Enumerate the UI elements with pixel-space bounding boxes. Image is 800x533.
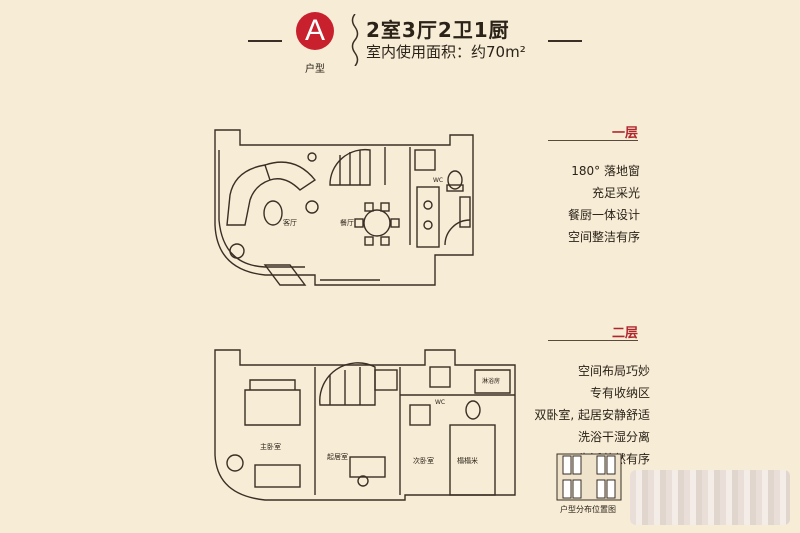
- floor1-label: 一层: [611, 126, 638, 141]
- area-subtitle: 室内使用面积：约70m²: [366, 43, 526, 61]
- room-tatami: 榻榻米: [457, 456, 478, 465]
- location-map: [556, 453, 622, 501]
- floor2-rule: [548, 340, 638, 341]
- unit-type-badge: A: [296, 12, 334, 50]
- floor1-feature: 餐厨一体设计: [567, 208, 640, 222]
- room-wc1: WC: [433, 177, 443, 184]
- floor1-feature: 空间整洁有序: [567, 230, 640, 244]
- floor2-feature: 双卧室, 起居安静舒适: [534, 408, 650, 422]
- room-living: 客厅: [283, 218, 297, 227]
- floor2-feature: 洗浴干湿分离: [577, 430, 650, 444]
- layout-title: 2室3厅2卫1厨: [366, 18, 510, 42]
- room-shower: 淋浴房: [482, 377, 500, 385]
- room-master: 主卧室: [260, 442, 281, 451]
- wave-divider: [351, 14, 359, 66]
- location-caption: 户型分布位置图: [560, 505, 616, 514]
- header-rule-right: [548, 40, 582, 42]
- header-rule-left: [248, 40, 282, 42]
- floor2-feature: 专有收纳区: [589, 386, 650, 400]
- floor1-feature: 充足采光: [591, 186, 640, 200]
- room-second: 次卧室: [413, 456, 434, 465]
- room-lounge: 起居室: [327, 452, 348, 461]
- floor2-feature: 空间布局巧妙: [577, 364, 650, 378]
- floor1-feature: 180° 落地窗: [571, 164, 640, 178]
- unit-type-caption: 户型: [305, 64, 325, 75]
- floor2-label: 二层: [611, 326, 638, 341]
- room-wc2: WC: [435, 399, 445, 406]
- floor1-features: 180° 落地窗 充足采光 餐厨一体设计 空间整洁有序: [500, 160, 640, 248]
- watermark-blur: [630, 470, 790, 525]
- floor1-plan: 客厅 餐厅 WC: [214, 129, 474, 286]
- floor2-plan: 主卧室 起居室 次卧室 榻榻米 WC 淋浴房: [214, 349, 516, 501]
- floor1-rule: [548, 140, 638, 141]
- room-dining: 餐厅: [340, 218, 354, 227]
